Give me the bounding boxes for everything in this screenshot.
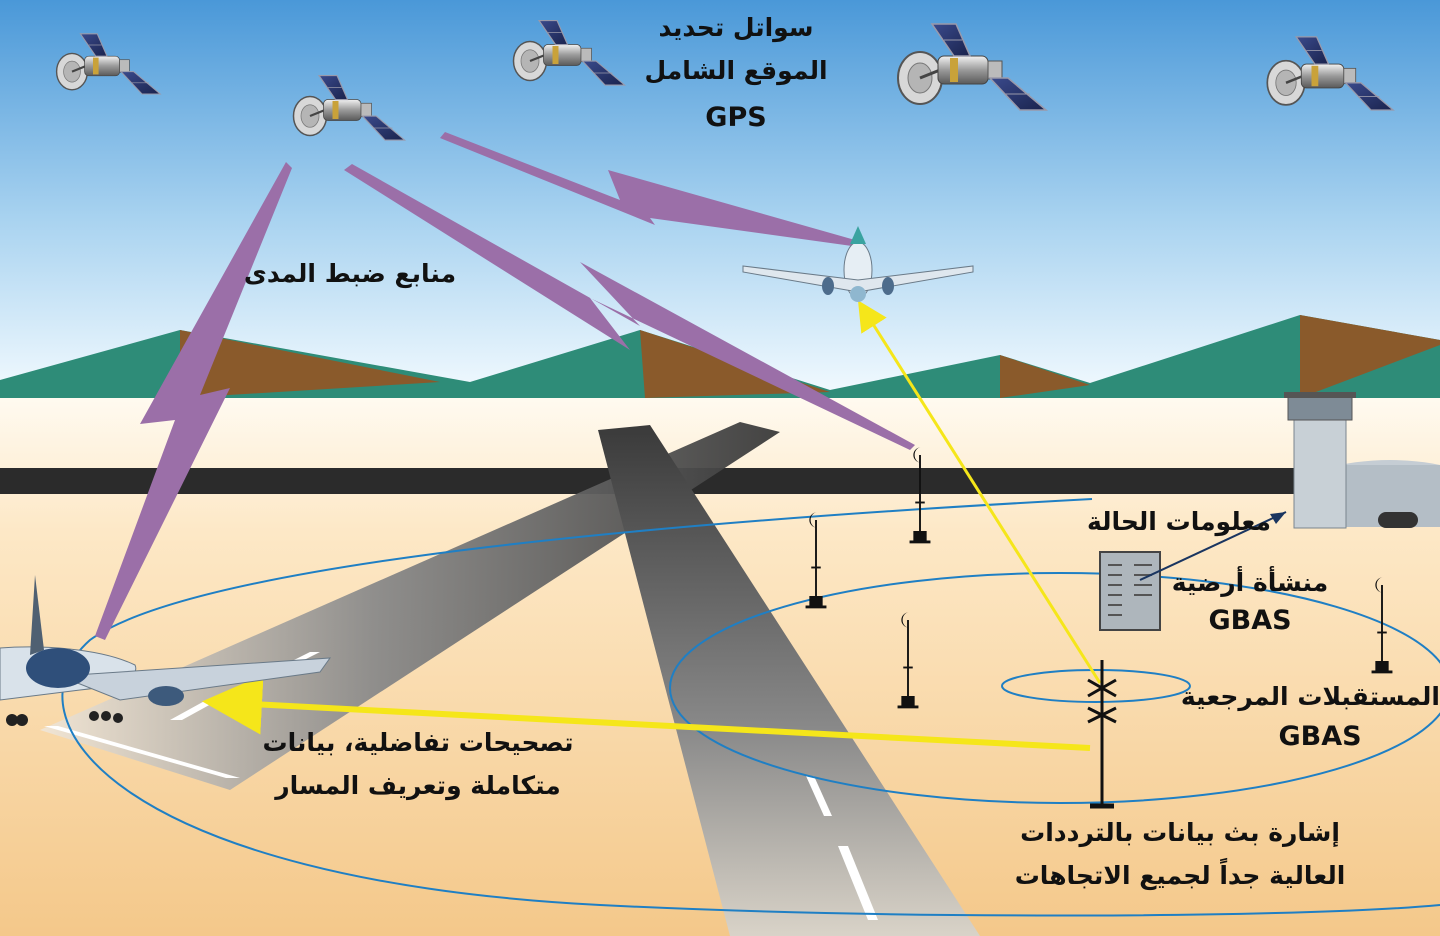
pseudolites-label: منابع ضبط المدى	[243, 259, 457, 288]
status-link	[1139, 511, 1287, 581]
vhf-label-line2: العالية جداً لجميع الاتجاهات	[1014, 861, 1346, 890]
reference-receivers-label: المستقبلات المرجعية	[1180, 682, 1440, 711]
main-runway	[0, 468, 1440, 494]
landing-airplane-icon	[0, 575, 332, 726]
vhf-antenna-icon	[1087, 660, 1117, 809]
status-info-label: معلومات الحالة	[1086, 507, 1272, 536]
gps-acronym-label: GPS	[705, 102, 767, 133]
reference-receivers-acronym-label: GBAS	[1278, 721, 1362, 752]
coverage-rings	[61, 498, 1440, 917]
runway-right	[598, 425, 980, 936]
vhf-label-line1: إشارة بث بيانات بالترددات	[1020, 818, 1340, 847]
data-link-arrows	[202, 300, 1102, 751]
gps-label-line1: سواتل تحديد	[658, 13, 814, 42]
ground-facility-label: منشأة أرضية	[1171, 568, 1329, 597]
corrections-label-line2: متكاملة وتعريف المسار	[275, 771, 561, 800]
sky	[0, 0, 1440, 400]
corrections-label-line1: تصحيحات تفاضلية، بيانات	[262, 728, 574, 757]
server-rack-icon	[1099, 551, 1161, 631]
ground-facility-acronym-label: GBAS	[1208, 605, 1292, 636]
control-tower-icon	[1284, 392, 1440, 529]
ranging-signals	[95, 132, 915, 640]
status-link-arrowhead	[1270, 512, 1286, 524]
gps-label-line2: الموقع الشامل	[644, 56, 828, 85]
